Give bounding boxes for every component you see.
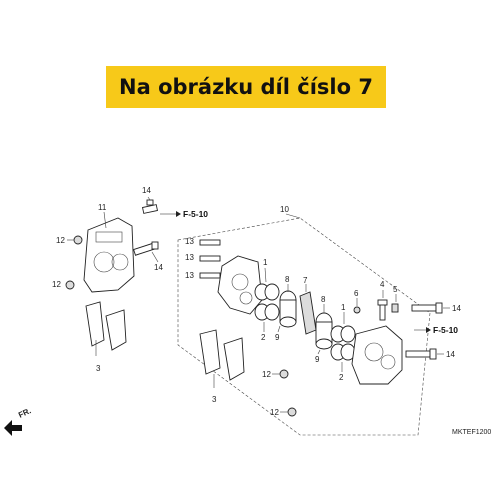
callout-9-center: 9 — [275, 333, 280, 342]
left-caliper — [83, 217, 135, 293]
cap-5 — [391, 303, 399, 313]
reference-f-5-10-left: F-5-10 — [183, 209, 208, 219]
assembly-outline — [177, 217, 431, 436]
callout-14-right-top: 14 — [452, 304, 461, 313]
callout-14-top: 14 — [142, 186, 151, 195]
callout-14-mid: 14 — [154, 263, 163, 272]
nut-12-c — [279, 369, 289, 379]
pistons-right — [315, 312, 333, 350]
callout-8-center: 8 — [285, 275, 290, 284]
callout-2-right: 2 — [339, 373, 344, 382]
callout-3-center: 3 — [212, 395, 217, 404]
front-direction-label: FR. — [17, 406, 32, 420]
callout-13-c: 13 — [185, 271, 194, 280]
reference-f-5-10-right: F-5-10 — [433, 325, 458, 335]
bolt-14-top — [141, 199, 159, 214]
seals-center — [254, 283, 280, 321]
callout-6: 6 — [354, 289, 359, 298]
callout-9-right: 9 — [315, 355, 320, 364]
callout-5: 5 — [393, 285, 398, 294]
front-direction-arrow-icon — [4, 420, 22, 436]
callout-1-right: 1 — [341, 303, 346, 312]
part-6 — [353, 306, 361, 314]
callout-11: 11 — [98, 203, 107, 212]
diagram-code: MKTEF1200 — [452, 429, 491, 436]
callout-12-b: 12 — [52, 280, 61, 289]
bolt-14-right-top — [411, 302, 443, 314]
center-caliper — [217, 255, 263, 315]
callout-10: 10 — [280, 205, 289, 214]
callout-14-right-low: 14 — [446, 350, 455, 359]
nut-12-a — [73, 235, 83, 245]
callout-12-c: 12 — [262, 370, 271, 379]
callout-8-right: 8 — [321, 295, 326, 304]
callout-13-b: 13 — [185, 253, 194, 262]
callout-2-center: 2 — [261, 333, 266, 342]
callout-12-a: 12 — [56, 236, 65, 245]
banner-text: Na obrázku díl číslo 7 — [119, 75, 373, 99]
callout-7: 7 — [303, 276, 308, 285]
bolts-13 — [199, 239, 221, 279]
brake-pads-center — [199, 329, 245, 388]
bleeder-4 — [377, 299, 388, 321]
brake-pads-left — [85, 301, 127, 356]
seals-right — [330, 325, 356, 361]
part-7-plate — [299, 291, 317, 335]
banner: Na obrázku díl číslo 7 — [106, 66, 386, 108]
bolt-14-mid — [133, 241, 159, 256]
callout-13-a: 13 — [185, 237, 194, 246]
nut-12-b — [65, 280, 75, 290]
callout-3-left: 3 — [96, 364, 101, 373]
bolt-14-right-low — [405, 348, 437, 360]
pistons-center — [279, 290, 297, 328]
callout-12-d: 12 — [270, 408, 279, 417]
nut-12-d — [287, 407, 297, 417]
callout-4: 4 — [380, 280, 385, 289]
callout-1-center: 1 — [263, 258, 268, 267]
right-caliper — [351, 325, 403, 385]
